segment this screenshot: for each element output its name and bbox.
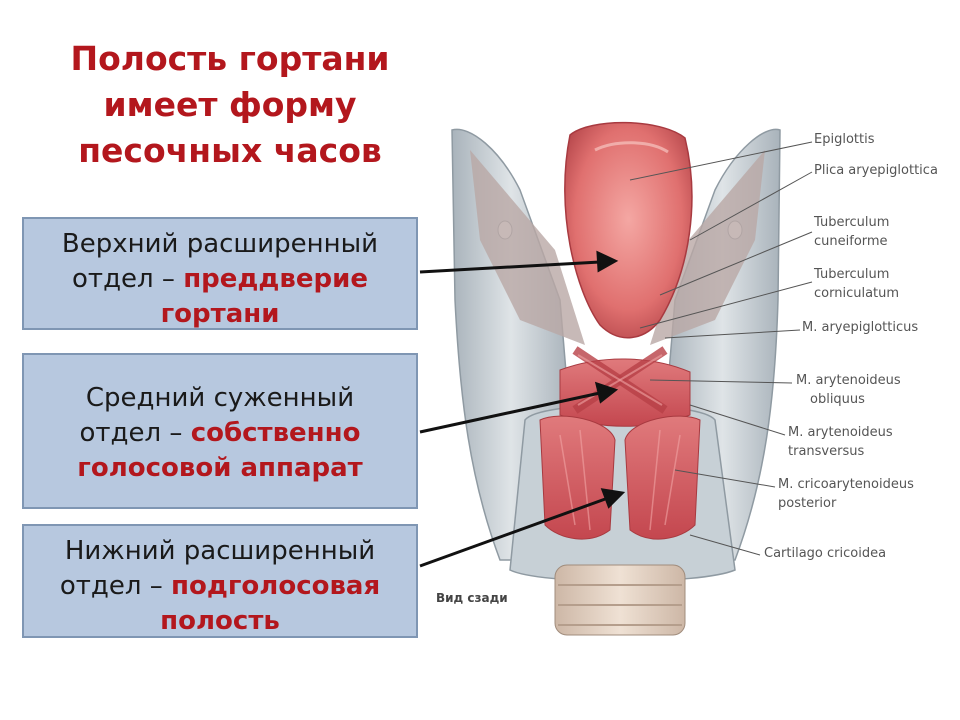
leader-lines <box>629 141 813 556</box>
label-cricoarytenoideus-2: posterior <box>778 496 837 511</box>
box-upper-line-1: Верхний расширенный <box>61 229 379 259</box>
epiglottis <box>564 121 693 339</box>
box-middle-plain: отдел – <box>79 418 191 448</box>
box-middle-line-3: голосовой аппарат <box>24 451 416 486</box>
box-middle-line-2: отдел – собственно <box>24 416 416 451</box>
title-line-3: песочных часов <box>78 131 382 170</box>
label-arytenoideus-obliquus-2: obliquus <box>810 392 865 407</box>
box-middle-highlight-2: голосовой аппарат <box>77 453 363 483</box>
trachea <box>554 564 686 636</box>
box-middle-section: Средний суженный отдел – собственно голо… <box>22 353 418 509</box>
aryepiglottic-folds <box>470 150 765 345</box>
label-cartilago-cricoidea: Cartilago cricoidea <box>764 546 886 561</box>
title-line-2: имеет форму <box>103 85 357 124</box>
box-lower-section: Нижний расширенный отдел – подголосовая … <box>22 524 418 638</box>
box-middle-highlight-1: собственно <box>190 418 361 448</box>
label-epiglottis: Epiglottis <box>814 132 875 147</box>
box-upper-line-3: гортани <box>24 297 416 332</box>
label-arytenoideus-transversus-1: M. arytenoideus <box>788 425 893 440</box>
box-middle-line-1: Средний суженный <box>85 383 355 413</box>
box-upper-highlight-2: гортани <box>160 299 280 329</box>
arrows <box>419 250 626 568</box>
box-lower-highlight-1: подголосовая <box>171 571 381 601</box>
label-tuberculum-cuneiforme-1: Tuberculum <box>813 215 889 230</box>
label-tuberculum-corniculatum-1: Tuberculum <box>813 267 889 282</box>
label-view-posterior: Вид сзади <box>436 591 508 605</box>
page-title: Полость гортани имеет форму песочных час… <box>30 36 430 174</box>
box-upper-section: Верхний расширенный отдел – преддверие г… <box>22 217 418 330</box>
label-tuberculum-corniculatum-2: corniculatum <box>814 286 899 301</box>
box-lower-highlight-2: полость <box>160 606 280 636</box>
box-lower-line-1: Нижний расширенный <box>64 536 376 566</box>
box-upper-highlight-1: преддверие <box>183 264 368 294</box>
box-upper-line-2: отдел – преддверие <box>24 262 416 297</box>
label-aryepiglotticus: M. aryepiglotticus <box>802 320 918 335</box>
label-arytenoideus-obliquus-1: M. arytenoideus <box>796 373 901 388</box>
label-plica-aryepiglottica: Plica aryepiglottica <box>814 163 938 178</box>
label-cricoarytenoideus-1: M. cricoarytenoideus <box>778 477 914 492</box>
label-tuberculum-cuneiforme-2: cuneiforme <box>814 234 888 249</box>
box-upper-plain: отдел – <box>72 264 184 294</box>
box-lower-plain: отдел – <box>59 571 172 601</box>
anatomical-labels: Epiglottis Plica aryepiglottica Tubercul… <box>436 132 938 605</box>
arytenoid-muscles <box>559 346 691 427</box>
label-arytenoideus-transversus-2: transversus <box>788 444 864 459</box>
box-lower-line-3: полость <box>24 604 416 639</box>
title-line-1: Полость гортани <box>70 39 390 78</box>
box-lower-line-2: отдел – подголосовая <box>24 569 416 604</box>
